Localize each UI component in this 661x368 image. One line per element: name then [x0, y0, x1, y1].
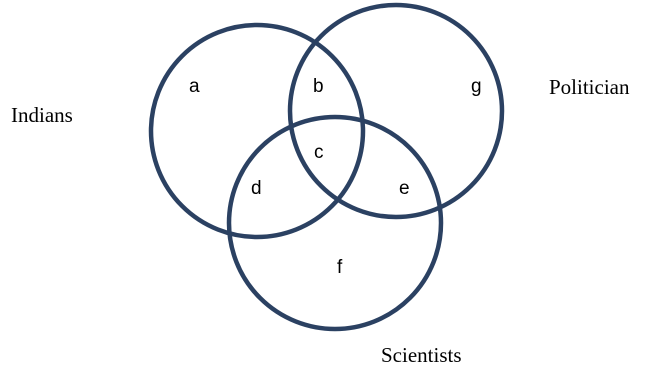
circle-politician	[287, 2, 505, 220]
region-label-c: c	[314, 142, 324, 163]
set-label-politician: Politician	[549, 75, 630, 99]
circle-scientists	[226, 114, 444, 332]
region-label-e: e	[399, 178, 410, 199]
region-label-a: a	[189, 76, 200, 97]
region-label-b: b	[313, 76, 324, 97]
region-label-f: f	[337, 257, 343, 278]
set-label-indians: Indians	[11, 103, 73, 127]
circle-indians	[148, 22, 366, 240]
region-label-d: d	[251, 178, 262, 199]
region-label-g: g	[471, 76, 482, 97]
set-label-scientists: Scientists	[381, 343, 462, 367]
